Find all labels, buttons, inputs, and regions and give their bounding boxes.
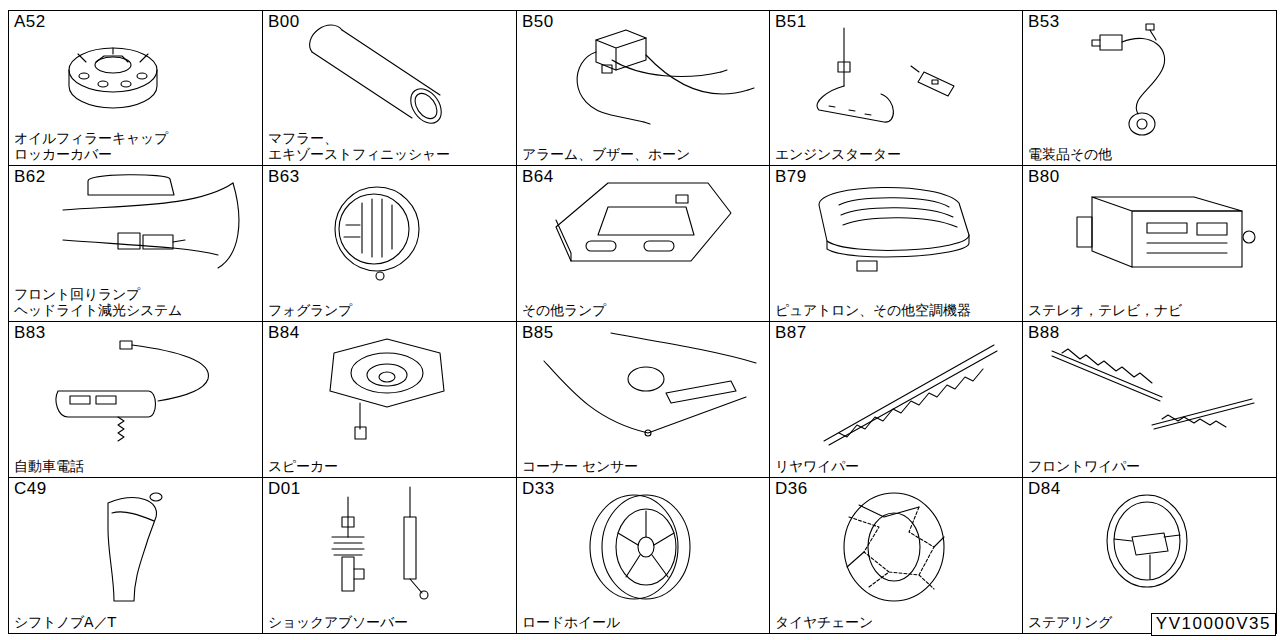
- section-code: C49: [14, 479, 47, 498]
- stereo-drawing: [1077, 197, 1255, 267]
- catalog-cell: B84 スピーカー: [262, 321, 517, 478]
- front-lamp-drawing: [63, 175, 239, 268]
- front-wiper-drawing: [1052, 349, 1254, 429]
- catalog-cell: B62 フロント回りランプ ヘッドライト減光システム: [8, 165, 263, 322]
- section-code: B85: [522, 323, 554, 342]
- part-name: コーナー センサー: [522, 458, 638, 474]
- catalog-cell: B51 エンジンスターター: [769, 10, 1023, 166]
- catalog-cell: B80 ステレオ，テレビ，ナビ: [1022, 165, 1277, 322]
- section-code: A52: [14, 12, 46, 31]
- shift-knob-drawing: [108, 493, 162, 601]
- section-code: B50: [522, 12, 554, 31]
- part-name: その他ランプ: [522, 302, 606, 318]
- part-name: フロント回りランプ ヘッドライト減光システム: [14, 286, 257, 318]
- section-code: B88: [1028, 323, 1060, 342]
- catalog-cell: D33 ロードホイール: [516, 477, 770, 634]
- catalog-cell: B85 コーナー センサー: [516, 321, 770, 478]
- section-code: B80: [1028, 167, 1060, 186]
- part-name: ロードホイール: [522, 614, 620, 630]
- catalog-cell: A52 オイルフィラーキャップ ロッカーカバー: [8, 10, 263, 166]
- part-name: ピュアトロン、その他空調機器: [775, 302, 971, 318]
- shock-absorber-drawing: [332, 487, 428, 599]
- part-name: マフラー、 エキゾーストフィニッシャー: [268, 130, 511, 162]
- catalog-cell: B63 フォグランプ: [262, 165, 517, 322]
- corner-sensor-drawing: [544, 333, 756, 436]
- buzzer-drawing: [577, 30, 754, 124]
- drawing-number: YV10000V35: [1156, 614, 1271, 633]
- section-code: B79: [775, 167, 807, 186]
- section-code: D01: [268, 479, 301, 498]
- section-code: D84: [1028, 479, 1061, 498]
- catalog-cell: B50 アラーム、ブザー、ホーン: [516, 10, 770, 166]
- catalog-cell: B88 フロントワイパー: [1022, 321, 1277, 478]
- speaker-drawing: [330, 339, 444, 439]
- part-name: フォグランプ: [268, 302, 352, 318]
- starter-drawing: [817, 28, 954, 122]
- fog-lamp-drawing: [335, 187, 419, 280]
- catalog-cell: B87 リヤワイパー: [769, 321, 1023, 478]
- part-name: エンジンスターター: [775, 146, 901, 162]
- section-code: B53: [1028, 12, 1060, 31]
- section-code: D33: [522, 479, 555, 498]
- tire-chain-drawing: [844, 493, 944, 601]
- rear-wiper-drawing: [824, 345, 997, 445]
- part-name: 電装品その他: [1028, 146, 1112, 162]
- section-code: B51: [775, 12, 807, 31]
- part-name: リヤワイパー: [775, 458, 859, 474]
- wheel-drawing: [590, 495, 690, 599]
- electrical-drawing: [1092, 24, 1165, 135]
- catalog-cell: D01 ショックアブソーバー: [262, 477, 517, 634]
- section-code: B84: [268, 323, 300, 342]
- catalog-cell: B64 その他ランプ: [516, 165, 770, 322]
- room-lamp-drawing: [556, 183, 731, 261]
- part-name: ステアリング: [1028, 614, 1112, 630]
- part-name: シフトノブA／T: [14, 614, 116, 630]
- section-code: B63: [268, 167, 300, 186]
- muffler-drawing: [310, 25, 448, 129]
- catalog-cell: B79 ピュアトロン、その他空調機器: [769, 165, 1023, 322]
- section-code: B00: [268, 12, 300, 31]
- part-name: アラーム、ブザー、ホーン: [522, 146, 690, 162]
- oil-cap-drawing: [69, 48, 157, 108]
- part-name: スピーカー: [268, 458, 338, 474]
- catalog-cell: C49 シフトノブA／T: [8, 477, 263, 634]
- part-name: ステレオ，テレビ，ナビ: [1028, 302, 1182, 318]
- catalog-cell: B53 電装品その他: [1022, 10, 1277, 166]
- section-code: B83: [14, 323, 46, 342]
- steering-drawing: [1107, 495, 1187, 587]
- section-code: D36: [775, 479, 808, 498]
- section-code: B64: [522, 167, 554, 186]
- phone-drawing: [56, 341, 208, 441]
- drawing-number-box: YV10000V35: [1151, 613, 1276, 636]
- part-name: ショックアブソーバー: [268, 614, 408, 630]
- section-code: B62: [14, 167, 46, 186]
- part-name: タイヤチェーン: [775, 614, 873, 630]
- catalog-cell: D36 タイヤチェーン: [769, 477, 1023, 634]
- part-name: フロントワイパー: [1028, 458, 1140, 474]
- catalog-cell: D84 ステアリング: [1022, 477, 1277, 634]
- catalog-cell: B00 マフラー、 エキゾーストフィニッシャー: [262, 10, 517, 166]
- section-code: B87: [775, 323, 807, 342]
- part-name: オイルフィラーキャップ ロッカーカバー: [14, 130, 257, 162]
- part-name: 自動車電話: [14, 458, 84, 474]
- catalog-cell: B83 自動車電話: [8, 321, 263, 478]
- purifier-drawing: [819, 187, 969, 271]
